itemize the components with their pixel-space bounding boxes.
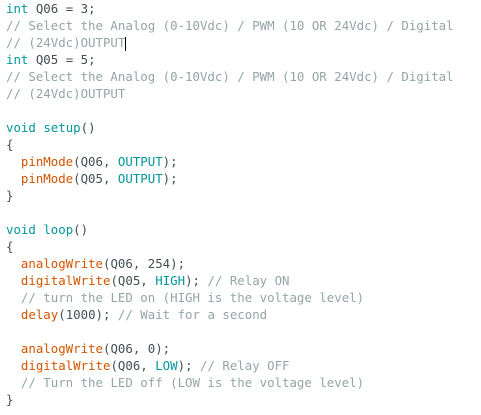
code-text	[6, 171, 21, 186]
constant: OUTPUT	[117, 154, 163, 169]
code-text: }	[6, 188, 14, 203]
builtin-function: pinMode	[20, 171, 74, 186]
code-text: {	[6, 239, 14, 254]
code-comment: // Relay ON	[207, 273, 290, 288]
code-text	[6, 154, 21, 169]
code-line: analogWrite(Q06, 254);	[0, 255, 481, 272]
code-text	[6, 375, 21, 390]
code-line: analogWrite(Q06, 0);	[0, 340, 481, 357]
builtin-function: digitalWrite	[20, 358, 111, 373]
code-comment: // (24Vdc)OUTPUT	[6, 35, 126, 50]
code-text	[6, 290, 21, 305]
code-line: pinMode(Q05, OUTPUT);	[0, 170, 481, 187]
code-line: // (24Vdc)OUTPUT	[0, 34, 481, 51]
code-comment: // (24Vdc)OUTPUT	[6, 86, 126, 101]
builtin-function: pinMode	[20, 154, 74, 169]
code-text: Q05 = 5;	[28, 52, 96, 67]
code-comment: // Wait for a second	[117, 307, 268, 322]
code-text: {	[6, 137, 14, 152]
code-line: }	[0, 187, 481, 204]
code-text: );	[177, 358, 200, 373]
code-text	[6, 341, 21, 356]
builtin-function: analogWrite	[20, 256, 103, 271]
type-keyword: int	[6, 1, 29, 16]
code-text: );	[162, 171, 178, 186]
code-comment: // Select the Analog (0-10Vdc) / PWM (10…	[6, 18, 454, 33]
code-text	[6, 358, 21, 373]
code-line: void loop()	[0, 221, 481, 238]
builtin-function: delay	[20, 307, 59, 322]
code-text: Q06 = 3;	[28, 1, 96, 16]
code-line: int Q05 = 5;	[0, 51, 481, 68]
code-text: (Q06,	[110, 358, 156, 373]
code-comment: // Select the Analog (0-10Vdc) / PWM (10…	[6, 69, 454, 84]
constant: HIGH	[155, 273, 186, 288]
code-line: }	[0, 391, 481, 408]
code-text: (Q06, 254);	[102, 256, 186, 271]
constant: LOW	[155, 358, 178, 373]
code-line: pinMode(Q06, OUTPUT);	[0, 153, 481, 170]
code-line: void setup()	[0, 119, 481, 136]
code-text: (Q05,	[110, 273, 156, 288]
code-text: }	[6, 392, 14, 407]
code-line: // Select the Analog (0-10Vdc) / PWM (10…	[0, 68, 481, 85]
code-comment: // Turn the LED off (LOW is the voltage …	[20, 375, 365, 390]
code-line	[0, 323, 481, 340]
code-line: // Select the Analog (0-10Vdc) / PWM (10…	[0, 17, 481, 34]
code-line: delay(1000); // Wait for a second	[0, 306, 481, 323]
code-text	[6, 273, 21, 288]
function-name: loop	[43, 222, 74, 237]
code-line: int Q06 = 3;	[0, 0, 481, 17]
code-text: (Q06,	[73, 154, 118, 169]
code-line: {	[0, 238, 481, 255]
code-line: {	[0, 136, 481, 153]
type-keyword: void	[6, 222, 36, 237]
code-text	[6, 256, 21, 271]
code-text: );	[185, 273, 208, 288]
constant: OUTPUT	[117, 171, 163, 186]
function-name: setup	[43, 120, 81, 135]
code-comment: // Relay OFF	[200, 358, 290, 373]
type-keyword: int	[6, 52, 29, 67]
code-line	[0, 102, 481, 119]
text-cursor	[125, 36, 127, 51]
code-line: // Turn the LED off (LOW is the voltage …	[0, 374, 481, 391]
builtin-function: digitalWrite	[20, 273, 111, 288]
code-text: (Q05,	[73, 171, 118, 186]
code-comment: // turn the LED on (HIGH is the voltage …	[20, 290, 365, 305]
code-line: // (24Vdc)OUTPUT	[0, 85, 481, 102]
builtin-function: analogWrite	[20, 341, 103, 356]
code-line	[0, 204, 481, 221]
code-line: // turn the LED on (HIGH is the voltage …	[0, 289, 481, 306]
code-text: ()	[73, 222, 89, 237]
code-text: (Q06, 0);	[102, 341, 171, 356]
code-line: digitalWrite(Q06, LOW); // Relay OFF	[0, 357, 481, 374]
code-text: ()	[80, 120, 96, 135]
code-line: digitalWrite(Q05, HIGH); // Relay ON	[0, 272, 481, 289]
code-text: );	[162, 154, 178, 169]
type-keyword: void	[6, 120, 36, 135]
code-text	[6, 307, 21, 322]
code-text: (1000);	[58, 307, 118, 322]
